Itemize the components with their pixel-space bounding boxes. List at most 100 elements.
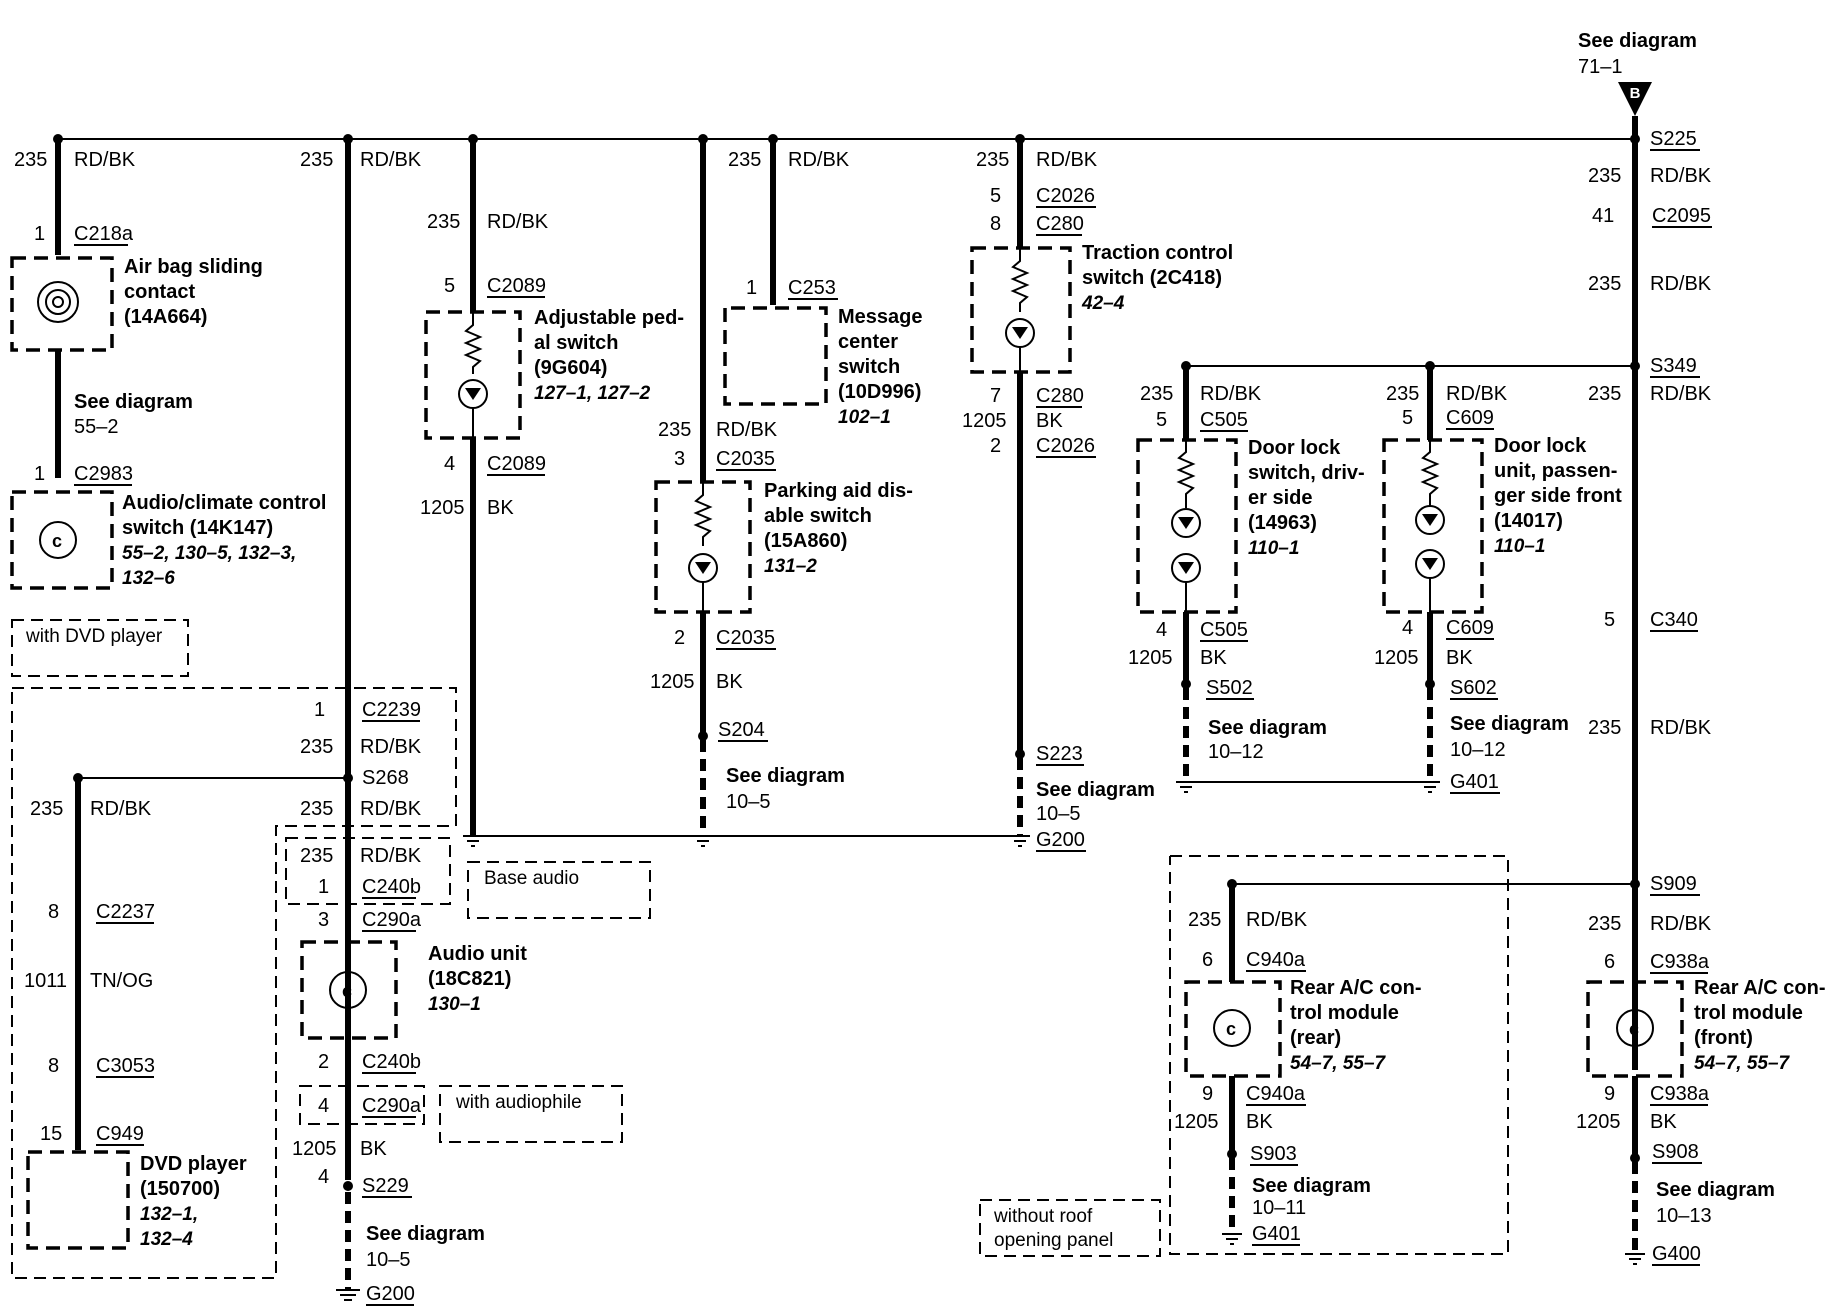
svg-text:C940a: C940a	[1246, 1083, 1306, 1105]
svg-text:C2237: C2237	[96, 901, 155, 923]
svg-text:RD/BK: RD/BK	[360, 845, 422, 867]
svg-text:1: 1	[318, 876, 329, 898]
svg-text:10–5: 10–5	[1036, 803, 1081, 825]
svg-text:4: 4	[1402, 617, 1413, 639]
svg-text:(14A664): (14A664)	[124, 306, 207, 328]
svg-text:1205: 1205	[1374, 647, 1419, 669]
svg-text:c: c	[1629, 1019, 1639, 1039]
column-audio-main: 235 RD/BK 1 C2239 235 RD/BK S268 235 RD/…	[78, 139, 623, 1306]
svg-text:42–4: 42–4	[1081, 293, 1125, 314]
svg-text:4: 4	[318, 1095, 329, 1117]
svg-text:C2239: C2239	[362, 699, 421, 721]
svg-text:G401: G401	[1450, 771, 1499, 793]
svg-text:BK: BK	[716, 671, 743, 693]
svg-text:S502: S502	[1206, 677, 1253, 699]
svg-text:C290a: C290a	[362, 1095, 422, 1117]
svg-text:C290a: C290a	[362, 909, 422, 931]
svg-text:102–1: 102–1	[838, 407, 891, 428]
svg-text:5: 5	[1156, 409, 1167, 431]
column-door-lock-driver: 235 RD/BK 5 C505 Door lock switch, driv-…	[1128, 361, 1435, 793]
svg-text:switch: switch	[838, 356, 900, 378]
column-dvd: 235 RD/BK 8 C2237 1011 TN/OG 8 C3053 15 …	[24, 773, 247, 1250]
column-adjustable-pedal: 235 RD/BK 5 C2089 Adjustable ped- al swi…	[420, 139, 684, 847]
svg-text:(rear): (rear)	[1290, 1027, 1341, 1049]
svg-text:8: 8	[990, 213, 1001, 235]
svg-text:9: 9	[1202, 1083, 1213, 1105]
svg-text:c: c	[52, 531, 62, 551]
svg-text:235: 235	[1140, 383, 1173, 405]
svg-text:C2089: C2089	[487, 275, 546, 297]
svg-text:55–2: 55–2	[74, 416, 119, 438]
column-door-lock-passenger: 235 RD/BK 5 C609 Door lock unit, passen-…	[1374, 366, 1622, 794]
svg-text:G401: G401	[1252, 1223, 1301, 1245]
svg-text:See diagram: See diagram	[1252, 1175, 1371, 1197]
reference-marker-label: B	[1630, 85, 1641, 102]
svg-text:RD/BK: RD/BK	[1246, 909, 1308, 931]
svg-text:BK: BK	[487, 497, 514, 519]
svg-text:235: 235	[728, 149, 761, 171]
svg-text:235: 235	[1188, 909, 1221, 931]
audio-unit-box	[300, 940, 398, 1040]
svg-text:2: 2	[674, 627, 685, 649]
svg-text:Rear A/C con-: Rear A/C con-	[1694, 977, 1826, 999]
svg-text:C2035: C2035	[716, 627, 775, 649]
svg-text:RD/BK: RD/BK	[1446, 383, 1508, 405]
svg-text:132–1,: 132–1,	[140, 1204, 198, 1225]
svg-text:5: 5	[444, 275, 455, 297]
svg-text:RD/BK: RD/BK	[1650, 717, 1712, 739]
svg-text:with audiophile: with audiophile	[455, 1092, 582, 1113]
svg-text:C218a: C218a	[74, 223, 134, 245]
svg-text:C3053: C3053	[96, 1055, 155, 1077]
svg-text:opening panel: opening panel	[994, 1230, 1113, 1251]
svg-text:RD/BK: RD/BK	[1200, 383, 1262, 405]
svg-text:1: 1	[746, 277, 757, 299]
svg-text:235: 235	[1588, 383, 1621, 405]
svg-text:BK: BK	[1650, 1111, 1677, 1133]
svg-text:See diagram: See diagram	[1208, 717, 1327, 739]
svg-text:54–7, 55–7: 54–7, 55–7	[1290, 1053, 1387, 1074]
svg-text:235: 235	[976, 149, 1009, 171]
svg-text:(14017): (14017)	[1494, 510, 1563, 532]
svg-text:S602: S602	[1450, 677, 1497, 699]
top-ref-line1: See diagram	[1578, 30, 1697, 52]
svg-text:RD/BK: RD/BK	[1036, 149, 1098, 171]
svg-text:4: 4	[1156, 619, 1167, 641]
svg-text:C609: C609	[1446, 407, 1494, 429]
svg-text:8: 8	[48, 901, 59, 923]
svg-text:10–5: 10–5	[366, 1249, 411, 1271]
svg-text:1205: 1205	[1128, 647, 1173, 669]
dvd-player-box	[26, 1150, 130, 1250]
svg-text:235: 235	[1588, 913, 1621, 935]
column-message-center: 235 RD/BK 1 C253 Message center switch (…	[723, 139, 923, 428]
top-ref-line2: 71–1	[1578, 56, 1623, 78]
svg-text:without roof: without roof	[993, 1206, 1093, 1227]
svg-text:Message: Message	[838, 306, 923, 328]
svg-text:RD/BK: RD/BK	[788, 149, 850, 171]
svg-text:7: 7	[990, 385, 1001, 407]
svg-text:C2026: C2026	[1036, 435, 1095, 457]
svg-text:See diagram: See diagram	[366, 1223, 485, 1245]
svg-text:15: 15	[40, 1123, 62, 1145]
reference-marker-triangle	[1618, 82, 1652, 116]
svg-text:C949: C949	[96, 1123, 144, 1145]
svg-text:4: 4	[318, 1166, 329, 1188]
svg-text:10–12: 10–12	[1208, 741, 1264, 763]
svg-text:TN/OG: TN/OG	[90, 970, 153, 992]
svg-text:235: 235	[1588, 717, 1621, 739]
svg-text:C340: C340	[1650, 609, 1698, 631]
svg-text:RD/BK: RD/BK	[1650, 913, 1712, 935]
svg-text:switch (2C418): switch (2C418)	[1082, 267, 1222, 289]
svg-text:G200: G200	[366, 1283, 415, 1305]
svg-text:5: 5	[990, 185, 1001, 207]
column-parking-aid: 235 RD/BK 3 C2035 Parking aid dis- able …	[650, 139, 913, 847]
svg-text:BK: BK	[1036, 410, 1063, 432]
svg-text:Rear A/C con-: Rear A/C con-	[1290, 977, 1422, 999]
svg-text:(10D996): (10D996)	[838, 381, 921, 403]
svg-text:RD/BK: RD/BK	[716, 419, 778, 441]
svg-text:See diagram: See diagram	[1656, 1179, 1775, 1201]
svg-text:110–1: 110–1	[1248, 538, 1299, 559]
svg-text:Parking aid dis-: Parking aid dis-	[764, 480, 913, 502]
rear-ac-module-rear-box	[1184, 980, 1282, 1078]
svg-text:RD/BK: RD/BK	[1650, 273, 1712, 295]
